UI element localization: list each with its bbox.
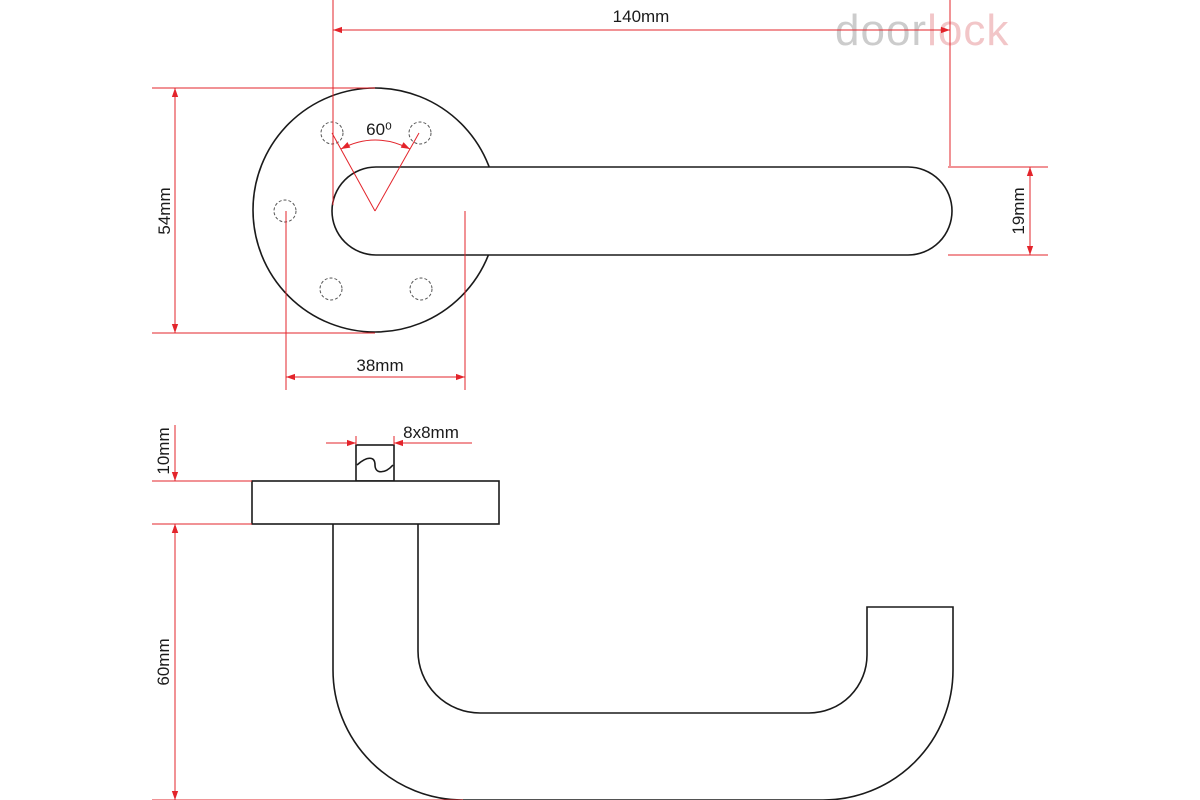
fixing-hole — [320, 121, 344, 145]
dim-rose-diameter: 54mm — [155, 187, 174, 234]
fixing-hole — [319, 277, 343, 301]
dim-lever-thickness: 19mm — [1009, 187, 1028, 234]
fixing-hole — [408, 121, 432, 145]
lever-outline — [331, 166, 953, 256]
spindle-break-line — [356, 457, 394, 473]
rose-side-outline — [251, 480, 500, 525]
fixing-hole — [409, 277, 433, 301]
side-view — [251, 444, 954, 800]
lever-side-outline — [332, 524, 954, 800]
side-view-dimensions: 8x8mm 10mm 60mm — [152, 423, 472, 800]
dim-lever-length: 140mm — [613, 7, 670, 26]
fixing-hole — [273, 199, 297, 223]
dim-spindle-size: 8x8mm — [403, 423, 459, 442]
dim-projection: 60mm — [154, 638, 173, 685]
dim-fixing-spacing: 38mm — [356, 356, 403, 375]
dim-rose-thickness: 10mm — [154, 427, 173, 474]
dim-fixing-angle: 60⁰ — [366, 120, 392, 139]
front-view — [252, 87, 953, 333]
front-view-dimensions: 140mm 54mm 19mm 38mm 60⁰ — [152, 0, 1048, 390]
